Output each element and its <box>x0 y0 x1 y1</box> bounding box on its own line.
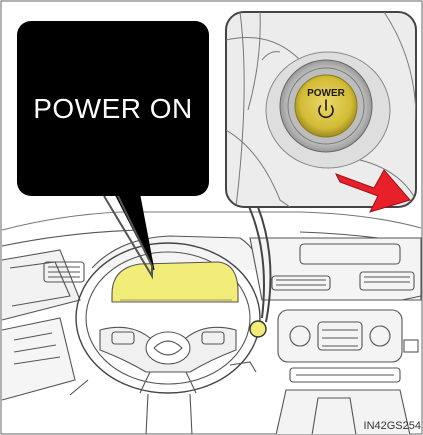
dash-power-switch <box>250 321 266 337</box>
gauge-cluster-highlight <box>112 262 238 302</box>
power-on-callout: POWER ON <box>17 21 209 196</box>
power-on-text: POWER ON <box>33 93 193 125</box>
power-button-label: POWER <box>307 88 346 99</box>
figure-code: IN42GS254 <box>364 420 421 432</box>
